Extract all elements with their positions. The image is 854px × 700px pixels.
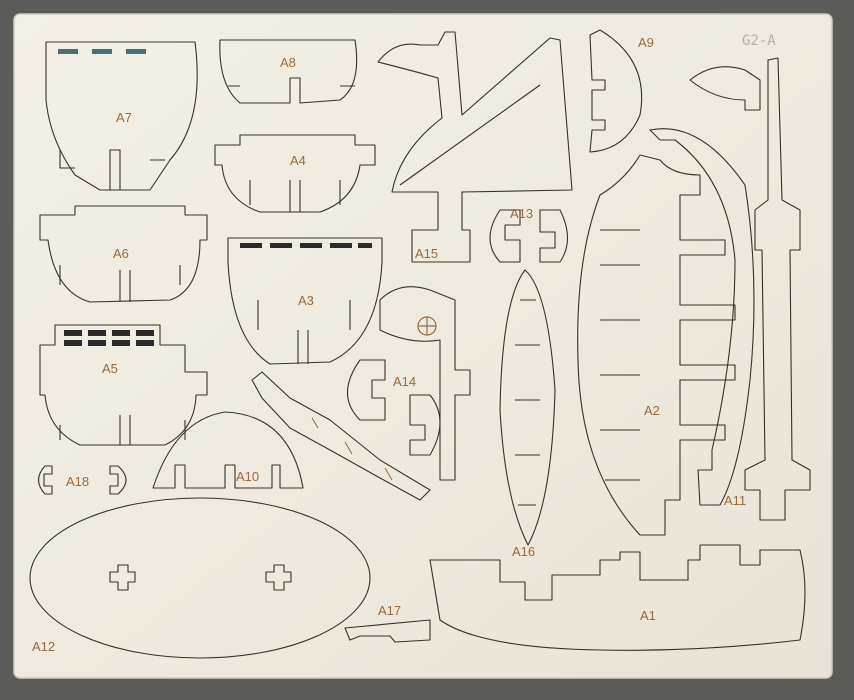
part-a5: A5 xyxy=(39,324,208,446)
part-a9-label: A9 xyxy=(638,35,654,50)
part-a15: A15 xyxy=(377,31,573,263)
part-a11: A11 xyxy=(649,57,811,521)
part-a18: A18 xyxy=(37,465,127,495)
part-a7: A7 xyxy=(45,41,198,191)
part-a1-label: A1 xyxy=(640,608,656,623)
part-a7-label: A7 xyxy=(116,110,132,125)
part-a3: A3 xyxy=(227,237,383,365)
board-id-label: G2-A xyxy=(742,33,776,49)
part-a6: A6 xyxy=(39,205,208,303)
part-a12: A12 xyxy=(29,497,371,659)
part-a1: A1 xyxy=(429,544,806,651)
part-a4: A4 xyxy=(214,134,376,213)
part-a6-label: A6 xyxy=(113,246,129,261)
plywood-board xyxy=(13,13,833,679)
part-a18-label: A18 xyxy=(66,474,89,489)
part-a16-label: A16 xyxy=(512,544,535,559)
part-a5-label: A5 xyxy=(102,361,118,376)
part-a9: A9 xyxy=(589,29,654,153)
part-a17-label: A17 xyxy=(378,603,401,618)
part-a2: A2 xyxy=(577,154,736,536)
part-a2-label: A2 xyxy=(644,403,660,418)
part-a10: A10 xyxy=(152,411,304,489)
part-bowsprit xyxy=(251,371,431,501)
part-a16: A16 xyxy=(499,269,556,559)
part-a14: A14 xyxy=(347,286,471,481)
part-a14-label: A14 xyxy=(393,374,416,389)
part-a3-label: A3 xyxy=(298,293,314,308)
part-a15-label: A15 xyxy=(415,246,438,261)
part-a12-label: A12 xyxy=(32,639,55,654)
part-a8-label: A8 xyxy=(280,55,296,70)
part-a17: A17 xyxy=(344,603,431,643)
part-a11-label: A11 xyxy=(724,493,746,508)
part-a13: A13 xyxy=(489,206,569,263)
part-a13-label: A13 xyxy=(510,206,533,221)
part-a10-label: A10 xyxy=(236,469,259,484)
part-a4-label: A4 xyxy=(290,153,306,168)
part-a8: A8 xyxy=(219,39,358,104)
